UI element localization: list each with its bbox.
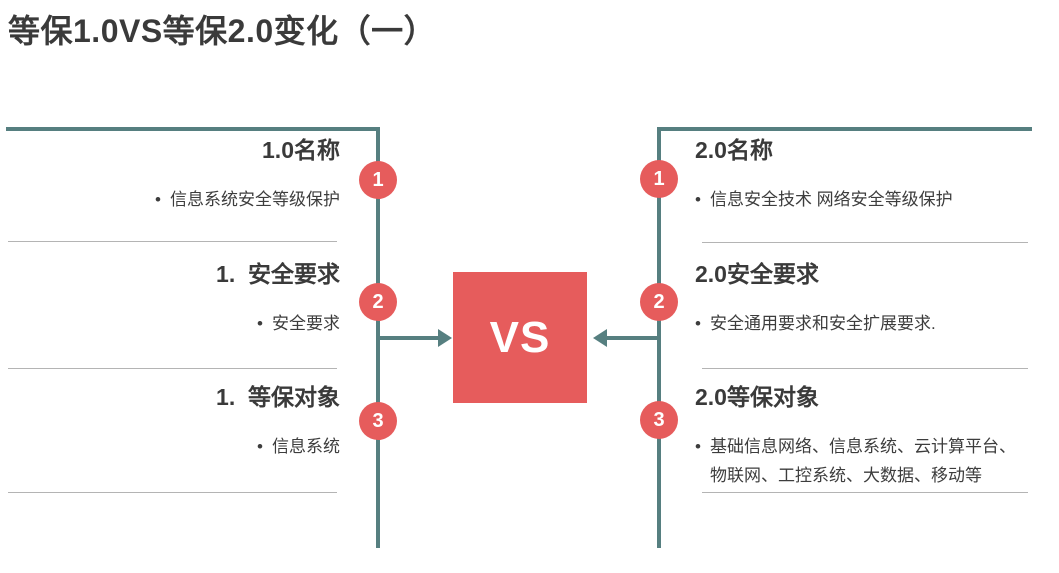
right-vertical-connector-line: [657, 127, 661, 548]
section-heading: 2.0等保对象: [695, 384, 819, 410]
list-item-text: 基础信息网络、信息系统、云计算平台、物联网、工控系统、大数据、移动等: [709, 437, 1016, 485]
left-section-security-requirements: 1. 安全要求 • 安全要求: [6, 261, 340, 338]
right-section-name: 2.0名称 • 信息安全技术 网络安全等级保护: [695, 137, 1040, 214]
right-step-badge-1: 1: [640, 160, 678, 198]
bullet-icon: •: [257, 314, 263, 333]
list-item-text: 信息系统: [272, 437, 340, 456]
left-step-badge-1: 1: [359, 161, 397, 199]
left-step-badge-3: 3: [359, 402, 397, 440]
right-step-badge-2: 2: [640, 283, 678, 321]
bullet-icon: •: [695, 314, 701, 333]
section-heading: 1. 安全要求: [216, 261, 340, 287]
section-heading: 2.0名称: [695, 137, 773, 163]
left-arrowhead-icon: [438, 329, 452, 347]
left-divider-1: [8, 241, 337, 242]
left-step-badge-2: 2: [359, 283, 397, 321]
left-section-protection-objects: 1. 等保对象 • 信息系统: [6, 384, 340, 461]
bullet-icon: •: [695, 437, 701, 456]
left-divider-2: [8, 368, 337, 369]
bullet-icon: •: [155, 190, 161, 209]
right-top-connector-line: [657, 127, 1032, 131]
list-item: • 安全要求: [6, 309, 340, 338]
right-section-protection-objects: 2.0等保对象 • 基础信息网络、信息系统、云计算平台、物联网、工控系统、大数据…: [695, 384, 1040, 490]
bullet-icon: •: [695, 190, 701, 209]
right-divider-2: [702, 368, 1028, 369]
right-arrow-shaft: [606, 336, 659, 340]
right-divider-1: [702, 242, 1028, 243]
left-arrow-shaft: [378, 336, 439, 340]
right-step-badge-3: 3: [640, 401, 678, 439]
list-item-text: 信息安全技术 网络安全等级保护: [709, 190, 953, 209]
list-item: • 信息安全技术 网络安全等级保护: [695, 185, 1040, 214]
left-divider-3: [8, 492, 337, 493]
section-heading: 2.0安全要求: [695, 261, 819, 287]
vs-box: VS: [453, 272, 587, 403]
left-top-connector-line: [6, 127, 380, 131]
page-title: 等保1.0VS等保2.0变化（一）: [8, 13, 437, 49]
right-section-security-requirements: 2.0安全要求 • 安全通用要求和安全扩展要求.: [695, 261, 1040, 338]
bullet-icon: •: [257, 437, 263, 456]
right-arrowhead-icon: [593, 329, 607, 347]
list-item-text: 信息系统安全等级保护: [170, 190, 340, 209]
section-heading: 1.0名称: [262, 137, 340, 163]
right-divider-3: [702, 492, 1028, 493]
list-item: • 信息系统: [6, 432, 340, 461]
list-item: • 基础信息网络、信息系统、云计算平台、物联网、工控系统、大数据、移动等: [695, 432, 1040, 490]
list-item-text: 安全要求: [272, 314, 340, 333]
list-item-text: 安全通用要求和安全扩展要求.: [709, 314, 936, 333]
section-heading: 1. 等保对象: [216, 384, 340, 410]
list-item: • 安全通用要求和安全扩展要求.: [695, 309, 1040, 338]
left-section-name: 1.0名称 • 信息系统安全等级保护: [6, 137, 340, 214]
list-item: • 信息系统安全等级保护: [6, 185, 340, 214]
